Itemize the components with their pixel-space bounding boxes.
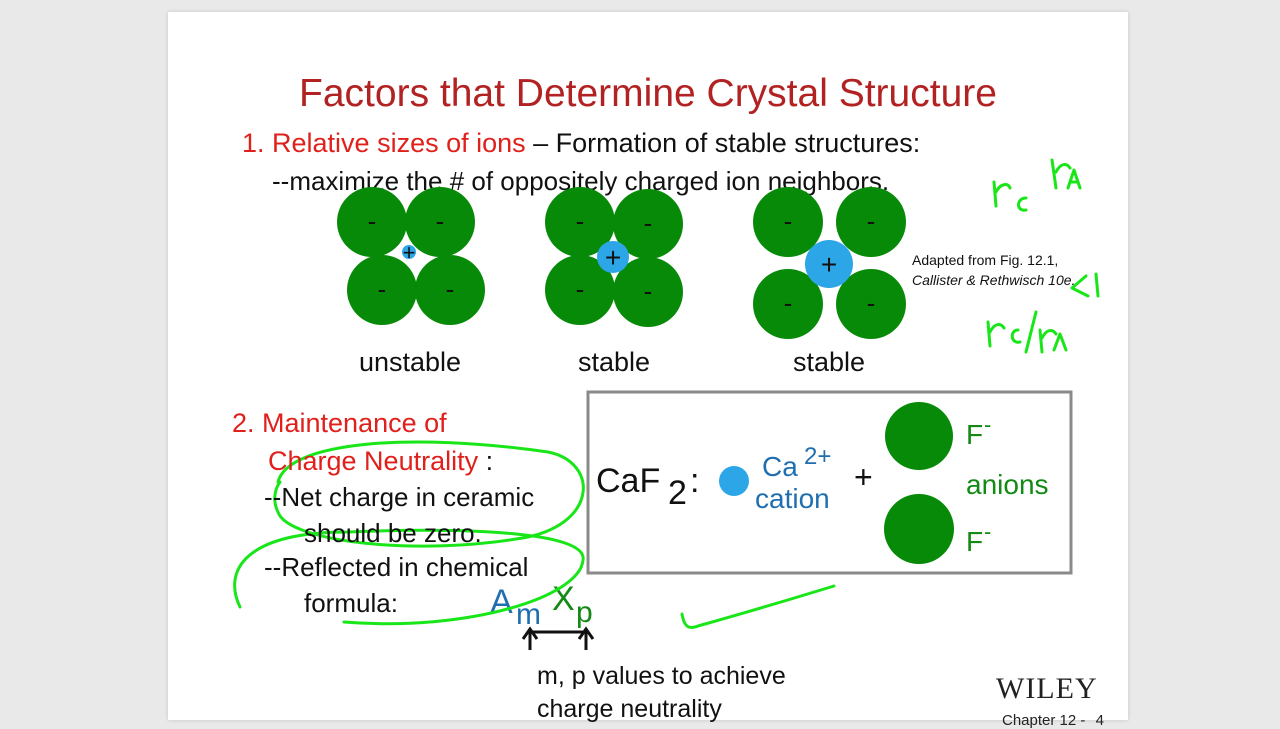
plus-sign: + <box>854 459 873 495</box>
anion-sign: - <box>644 276 653 306</box>
config-stable-2: - - - - + <box>753 187 906 339</box>
anion <box>545 255 615 325</box>
cation-label: cation <box>755 483 830 514</box>
cation <box>597 241 629 273</box>
bullet-net-charge: --Net charge in ceramic should be zero. <box>264 479 534 551</box>
config-stable-1: - - - - + <box>545 187 683 327</box>
point-2-line1: 2. Maintenance of <box>232 408 447 438</box>
formula-note-line2: charge neutrality <box>537 695 722 723</box>
figure-source: Adapted from Fig. 12.1, Callister & Reth… <box>912 250 1075 290</box>
slide-title: Factors that Determine Crystal Structure <box>299 72 997 115</box>
config-label-stable-1: stable <box>578 347 650 377</box>
anion <box>753 269 823 339</box>
config-unstable: - - - - + <box>337 187 485 325</box>
point-1-heading: 1. Relative sizes of ions – Formation of… <box>242 128 920 159</box>
anion <box>337 187 407 257</box>
anion-sign: - <box>446 274 455 304</box>
cation <box>402 245 416 259</box>
publisher-logo: WILEY <box>996 672 1098 705</box>
anion <box>545 187 615 257</box>
cation-sign: + <box>605 242 621 273</box>
chapter-label: Chapter 12 - <box>1002 712 1086 729</box>
cation-sign: + <box>403 240 416 265</box>
f-top-charge: - <box>984 412 991 437</box>
anion <box>405 187 475 257</box>
anion <box>613 257 683 327</box>
point-2-line2: Charge Neutrality : <box>268 446 494 476</box>
point-1-rest: – Formation of stable structures: <box>525 128 921 158</box>
config-label-stable-2: stable <box>793 347 865 377</box>
point-2-heading: 2. Maintenance of Charge Neutrality : <box>232 404 493 480</box>
bullet-formula: --Reflected in chemical formula: <box>264 549 528 621</box>
anion-sign: - <box>867 206 876 236</box>
f-bottom-charge: - <box>984 519 991 544</box>
anion <box>415 255 485 325</box>
anion-sign: - <box>867 288 876 318</box>
anion-sign: - <box>368 206 377 236</box>
anion <box>836 269 906 339</box>
chapter-footer: Chapter 12 - 4 <box>1002 712 1104 729</box>
bullet-formula-line2: formula: <box>304 588 398 618</box>
anion <box>753 187 823 257</box>
caf2-box <box>586 390 1073 575</box>
slide: Factors that Determine Crystal Structure… <box>168 12 1128 729</box>
bullet-formula-line1: --Reflected in chemical <box>264 552 529 582</box>
anion-sign: - <box>784 288 793 318</box>
anions-label: anions <box>966 469 1049 500</box>
anion-sign: - <box>576 206 585 236</box>
ca-cation <box>719 466 749 496</box>
handwritten-annotations <box>233 158 1100 629</box>
anion <box>347 255 417 325</box>
ca-charge: 2+ <box>804 443 831 470</box>
bullet-net-charge-line1: --Net charge in ceramic <box>264 482 535 512</box>
anion <box>613 189 683 259</box>
anion <box>836 187 906 257</box>
formula-note-line1: m, p values to achieve <box>537 662 786 690</box>
cation-sign: + <box>821 249 837 280</box>
cation <box>805 240 853 288</box>
anion-sign: - <box>784 206 793 236</box>
caf2-subscript: 2 <box>668 474 687 512</box>
anion-sign: - <box>576 274 585 304</box>
bullet-net-charge-line2: should be zero. <box>304 518 482 548</box>
f-bottom: F <box>966 526 983 557</box>
figure-source-line2: Callister & Rethwisch 10e. <box>912 272 1076 288</box>
caf2-compound: CaF <box>596 462 660 500</box>
config-label-unstable: unstable <box>359 347 461 377</box>
page-number: 4 <box>1095 712 1104 729</box>
anion-sign: - <box>436 206 445 236</box>
point-1-label: 1. Relative sizes of ions <box>242 128 526 158</box>
f-top: F <box>966 419 983 450</box>
f-anion-top <box>885 402 953 470</box>
ion-diagram: - - - - + - - - - + - - - <box>233 158 1100 650</box>
anion-sign: - <box>378 274 387 304</box>
caf2-colon: : <box>690 462 699 500</box>
ca-symbol: Ca <box>762 451 798 482</box>
anion-sign: - <box>644 208 653 238</box>
formula-note: m, p values to achieve charge neutrality <box>537 660 786 726</box>
formula-bracket <box>521 626 595 650</box>
f-anion-bottom <box>884 494 954 564</box>
formula-p: p <box>576 596 593 629</box>
figure-source-line1: Adapted from Fig. 12.1, <box>912 252 1059 268</box>
